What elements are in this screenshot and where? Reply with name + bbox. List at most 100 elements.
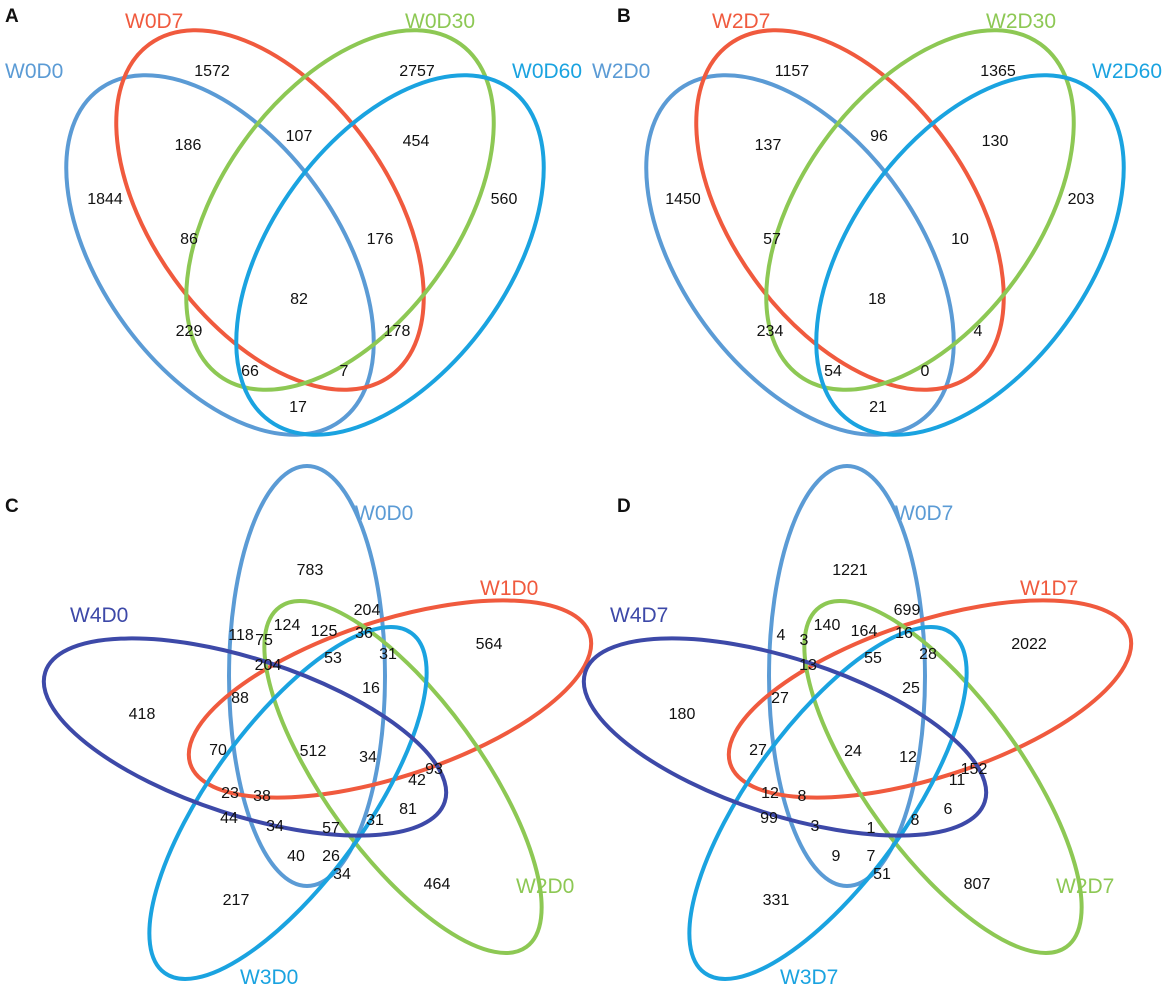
region-count: 24 (844, 743, 862, 760)
region-count: 7 (340, 363, 349, 380)
region-count: 1157 (775, 63, 810, 80)
set-ellipse (767, 464, 927, 888)
region-count: 1450 (665, 191, 701, 208)
region-count: 8 (911, 812, 920, 829)
region-count: 107 (286, 128, 313, 145)
panel-c: C W0D0 W1D0 W2D0 W3D0 W4D0 783 204 124 1… (5, 464, 594, 989)
region-count: 125 (311, 623, 338, 640)
region-count: 8 (798, 788, 807, 805)
set-label: W1D0 (480, 577, 538, 600)
set-ellipse (64, 73, 376, 437)
region-count: 53 (324, 650, 342, 667)
region-count: 560 (491, 191, 518, 208)
set-ellipse (581, 636, 989, 838)
region-count: 81 (399, 801, 417, 818)
region-count: 1 (867, 820, 876, 837)
set-ellipse (687, 625, 969, 981)
set-ellipse (147, 625, 429, 981)
region-count: 4 (974, 323, 983, 340)
region-count: 464 (424, 876, 451, 893)
region-count: 34 (359, 749, 377, 766)
region-count: 27 (771, 690, 789, 707)
set-ellipse (802, 599, 1084, 955)
set-ellipse (184, 28, 496, 392)
set-ellipse (262, 599, 544, 955)
region-count: 96 (870, 128, 888, 145)
set-label: W0D0 (5, 60, 63, 83)
set-ellipse (694, 28, 1006, 392)
region-count: 0 (921, 363, 930, 380)
region-count: 75 (255, 632, 273, 649)
region-count: 176 (367, 231, 394, 248)
panel-letter: C (5, 496, 19, 517)
set-label: W0D7 (125, 10, 183, 33)
region-count: 1365 (980, 63, 1016, 80)
panel-d: D W0D7 W1D7 W2D7 W3D7 W4D7 1221 699 140 … (581, 464, 1134, 989)
region-count: 564 (476, 636, 503, 653)
set-ellipse (814, 73, 1126, 437)
region-count: 3 (811, 818, 820, 835)
region-count: 25 (902, 680, 920, 697)
region-count: 217 (223, 892, 250, 909)
region-count: 18 (868, 291, 886, 308)
region-count: 34 (266, 818, 284, 835)
region-count: 99 (760, 810, 778, 827)
region-count: 44 (220, 810, 238, 827)
region-count: 54 (824, 363, 842, 380)
region-count: 12 (761, 785, 779, 802)
region-count: 36 (355, 625, 373, 642)
region-count: 1572 (194, 63, 230, 80)
set-label: W0D60 (512, 60, 582, 83)
region-count: 88 (231, 690, 249, 707)
set-ellipse (227, 464, 387, 888)
region-count: 2757 (399, 63, 435, 80)
region-count: 11 (949, 772, 966, 789)
region-count: 164 (851, 623, 878, 640)
panel-letter: A (5, 6, 19, 27)
panel-letter: D (617, 496, 631, 517)
region-count: 124 (274, 617, 301, 634)
set-label: W2D0 (592, 60, 650, 83)
region-count: 229 (176, 323, 203, 340)
region-count: 21 (869, 399, 887, 416)
region-count: 418 (129, 706, 156, 723)
set-ellipse (234, 73, 546, 437)
panel-b: B W2D0 W2D7 W2D30 W2D60 1157 1365 137 96… (592, 6, 1162, 437)
region-count: 57 (763, 231, 781, 248)
region-count: 26 (322, 848, 340, 865)
region-count: 57 (322, 820, 340, 837)
set-label: W0D30 (405, 10, 475, 33)
region-count: 66 (241, 363, 259, 380)
region-count: 186 (175, 137, 202, 154)
set-label: W2D7 (1056, 875, 1114, 898)
region-count: 234 (757, 323, 784, 340)
set-label: W1D7 (1020, 577, 1078, 600)
set-ellipse (726, 598, 1134, 800)
region-count: 783 (297, 562, 324, 579)
set-ellipse (114, 28, 426, 392)
region-count: 6 (944, 801, 953, 818)
region-count: 42 (408, 772, 426, 789)
region-count: 130 (982, 133, 1009, 150)
set-ellipse (644, 73, 956, 437)
panel-letter: B (617, 6, 631, 27)
set-label: W0D0 (355, 502, 413, 525)
region-count: 140 (814, 617, 841, 634)
region-count: 93 (425, 761, 443, 778)
region-count: 1844 (87, 191, 123, 208)
region-count: 203 (1068, 191, 1095, 208)
set-label: W4D7 (610, 604, 668, 627)
set-label: W2D30 (986, 10, 1056, 33)
region-count: 699 (894, 602, 921, 619)
region-count: 38 (253, 788, 271, 805)
region-count: 82 (290, 291, 308, 308)
set-label: W2D7 (712, 10, 770, 33)
set-label: W2D0 (516, 875, 574, 898)
region-count: 331 (763, 892, 790, 909)
region-count: 2022 (1011, 636, 1047, 653)
region-count: 51 (873, 866, 891, 883)
region-count: 28 (919, 646, 937, 663)
set-ellipse (764, 28, 1076, 392)
region-count: 34 (333, 866, 351, 883)
region-count: 178 (384, 323, 411, 340)
